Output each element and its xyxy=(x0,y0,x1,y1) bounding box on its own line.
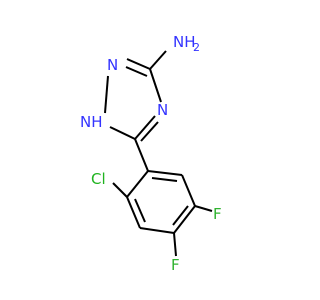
atom-f4-label: F xyxy=(171,256,180,274)
bond-ar6-ar1-inner xyxy=(151,177,178,182)
bond-c3-n2 xyxy=(126,58,151,70)
atom-n4-label: N xyxy=(157,101,168,119)
bond-ar3-ar4 xyxy=(139,227,175,234)
atom-f5-label: F xyxy=(213,205,222,223)
bond-c5-n4-double xyxy=(140,121,159,142)
molecule-structure: NH 2 N NH N Cl F F xyxy=(80,33,222,274)
bonds xyxy=(104,50,213,257)
amine-label: NH xyxy=(173,33,196,51)
atom-amine: NH 2 xyxy=(173,33,200,54)
bond-ar1-ar2 xyxy=(126,170,149,198)
bond-c5-ar1 xyxy=(134,138,149,172)
bond-ar4-f xyxy=(173,232,177,257)
bond-ar2-cl xyxy=(112,182,128,198)
bond-ar5-ar6 xyxy=(181,174,196,207)
bond-n4-c3 xyxy=(149,68,162,103)
amine-subscript: 2 xyxy=(193,41,200,54)
bond-ar6-ar1 xyxy=(147,170,183,176)
bond-ar2-ar3 xyxy=(126,196,141,229)
bond-ar4-ar5-inner xyxy=(172,205,189,226)
bond-ar4-ar5 xyxy=(173,205,196,234)
atom-labels: NH 2 N NH N Cl F F xyxy=(80,33,222,274)
atom-n2-label: N xyxy=(107,56,118,74)
bond-c3-amine xyxy=(149,50,167,70)
bond-n1-c5 xyxy=(109,126,136,140)
bond-ar5-f xyxy=(194,205,213,212)
bond-c3-n2-double xyxy=(125,66,148,77)
bond-c5-n4 xyxy=(134,115,156,140)
atom-nh-label: NH xyxy=(80,113,103,131)
atom-cl-label: Cl xyxy=(91,170,106,188)
bond-ar2-ar3-inner xyxy=(134,198,146,223)
bond-n2-n1 xyxy=(104,75,109,114)
